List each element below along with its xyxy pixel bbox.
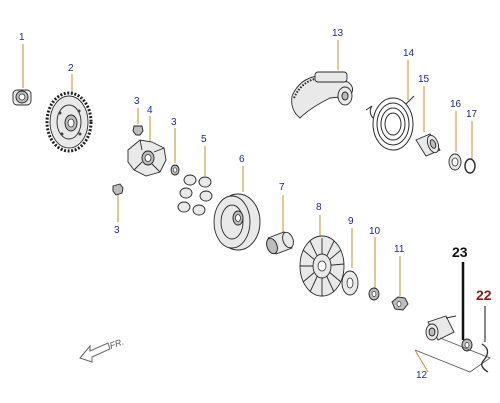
label-23: 23	[452, 244, 468, 260]
label-3-middle: 3	[171, 117, 177, 128]
label-14: 14	[403, 48, 415, 59]
part-3-bolt-upper: 3	[132, 96, 144, 136]
label-16: 16	[450, 99, 462, 110]
part-5-rollers: 5	[177, 134, 213, 216]
part-23-pin: 23	[452, 244, 473, 352]
label-3-upper: 3	[134, 96, 140, 107]
label-2: 2	[68, 63, 74, 74]
part-3-nut-middle: 3	[170, 117, 180, 176]
fr-arrow-icon: FR.	[79, 337, 125, 363]
part-8-fan: 8	[299, 202, 345, 297]
part-3-nut-lower: 3	[112, 183, 124, 236]
part-7-sleeve: 7	[266, 182, 294, 255]
part-12-lever-assembly: 12	[414, 315, 491, 381]
part-9-washer: 9	[341, 216, 359, 296]
label-9: 9	[348, 216, 354, 227]
part-15-bushing: 15	[415, 74, 441, 157]
part-10-washer: 10	[368, 226, 381, 301]
fr-label: FR.	[108, 337, 125, 351]
label-12: 12	[416, 370, 428, 381]
label-6: 6	[239, 154, 245, 165]
label-7: 7	[279, 182, 285, 193]
part-16-washer: 16	[448, 99, 462, 171]
part-11-nut: 11	[391, 244, 409, 311]
label-3-lower: 3	[114, 225, 120, 236]
part-13-kick-shaft: 13	[291, 28, 353, 119]
label-17: 17	[466, 109, 478, 120]
label-10: 10	[369, 226, 381, 237]
label-5: 5	[201, 134, 207, 145]
label-4: 4	[147, 105, 153, 116]
part-22-clip: 22	[476, 287, 492, 373]
part-14-spring: 14	[365, 48, 415, 151]
label-13: 13	[332, 28, 344, 39]
label-8: 8	[316, 202, 322, 213]
part-6-drive-face: 6	[213, 154, 261, 251]
part-17-circlip: 17	[464, 109, 478, 174]
label-15: 15	[418, 74, 430, 85]
part-1-bushing: 1	[12, 32, 32, 106]
label-22: 22	[476, 287, 492, 303]
part-2-starter-gear: 2	[45, 63, 93, 153]
label-11: 11	[394, 244, 405, 255]
label-1: 1	[19, 32, 25, 43]
part-4-drive-plate: 4	[127, 105, 167, 177]
